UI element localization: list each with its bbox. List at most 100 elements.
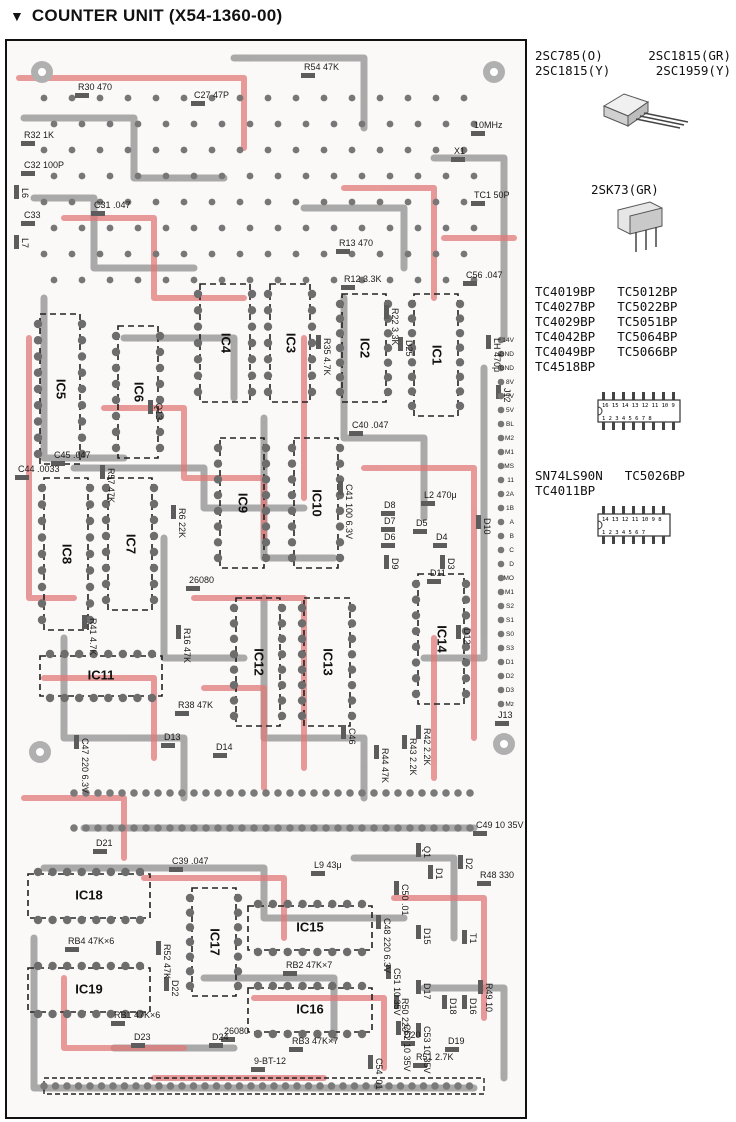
part-label-r43: R43 2.2K	[408, 738, 418, 776]
pad	[274, 224, 282, 232]
part-body	[131, 1043, 145, 1048]
connector-pin-label: C	[509, 547, 514, 554]
part-body	[289, 1047, 303, 1052]
pad	[383, 373, 393, 382]
pad	[135, 1009, 145, 1019]
part-body	[471, 201, 485, 206]
part-label-r54: R54 47K	[304, 62, 339, 72]
pad	[261, 522, 271, 531]
pad	[68, 198, 76, 206]
part-body	[186, 586, 200, 591]
pad	[461, 579, 471, 589]
pad	[454, 789, 462, 797]
pad	[335, 506, 345, 516]
pad	[302, 120, 310, 128]
pad	[135, 867, 145, 877]
pad	[233, 967, 243, 976]
pad	[292, 250, 300, 258]
pad	[442, 172, 450, 180]
pad	[385, 1082, 393, 1090]
pad	[442, 789, 450, 797]
pad	[497, 518, 505, 526]
pad	[263, 338, 273, 348]
part-body	[421, 501, 435, 506]
pad	[264, 250, 272, 258]
part-label-d14: D14	[216, 742, 233, 752]
pad	[339, 1082, 347, 1090]
pad	[118, 824, 126, 832]
gray-traces	[20, 54, 508, 1092]
part-number: 2SC1959(Y)	[655, 63, 731, 78]
pad	[310, 789, 318, 797]
pad	[162, 224, 170, 232]
part-label-c44: C44 .0033	[18, 464, 60, 474]
part-body	[51, 461, 65, 466]
pad	[497, 350, 505, 358]
pad	[406, 789, 414, 797]
pad	[414, 224, 422, 232]
pad	[287, 443, 297, 453]
pad	[313, 1029, 322, 1039]
pad	[37, 566, 47, 575]
pad	[229, 634, 239, 644]
pad	[92, 915, 101, 925]
pad	[89, 693, 98, 703]
pad	[455, 387, 465, 396]
pad	[106, 276, 114, 284]
pad	[297, 711, 307, 721]
pad	[470, 172, 478, 180]
connector-pin-label: B	[510, 533, 514, 540]
part-label-r6: R6 22K	[177, 508, 187, 538]
part-body	[156, 941, 161, 955]
pad	[261, 490, 271, 500]
pad	[149, 515, 159, 525]
pad	[233, 937, 243, 947]
pad	[124, 250, 132, 258]
part-label-d24: D24	[212, 1032, 229, 1042]
ic-ic10: IC10	[293, 437, 339, 569]
part-label-l2: L2 470μ	[424, 490, 457, 500]
pad	[149, 531, 159, 541]
pad	[33, 352, 43, 361]
pad	[111, 427, 121, 437]
part-body	[458, 855, 463, 869]
pad	[376, 250, 384, 258]
pad	[274, 789, 282, 797]
dip16-package-diagram: 16 15 14 13 12 11 10 9 1 2 3 4 5 6 7 8	[596, 390, 688, 447]
pad	[229, 696, 239, 705]
pad	[214, 789, 222, 797]
pad	[497, 476, 505, 484]
pad	[268, 1029, 278, 1039]
pad	[152, 94, 160, 102]
pad	[347, 603, 357, 613]
pad	[283, 947, 292, 957]
part-label-c39: C39 .047	[172, 856, 209, 866]
connector-pin-label: MO	[504, 575, 514, 582]
pad	[335, 314, 345, 323]
part-body	[251, 1067, 265, 1072]
pad	[236, 250, 244, 258]
part-label-d5: D5	[416, 518, 428, 528]
pad	[466, 789, 474, 797]
ic-label: IC17	[208, 928, 223, 955]
pad	[277, 711, 287, 721]
pad	[411, 611, 421, 620]
pad	[346, 789, 354, 797]
pad	[77, 867, 86, 877]
part-body	[402, 735, 407, 749]
pad	[33, 368, 43, 377]
pad	[96, 250, 104, 258]
pad	[253, 1029, 263, 1039]
pad	[120, 1082, 129, 1090]
pad	[348, 250, 356, 258]
pad	[247, 306, 257, 315]
pad	[470, 120, 478, 128]
pad	[152, 198, 160, 206]
pad	[432, 146, 440, 154]
part-number: TC4518BP	[535, 359, 596, 374]
pad	[37, 516, 47, 526]
pad	[253, 981, 263, 991]
pad	[155, 411, 165, 421]
pad	[180, 250, 188, 258]
pad	[143, 1082, 152, 1090]
